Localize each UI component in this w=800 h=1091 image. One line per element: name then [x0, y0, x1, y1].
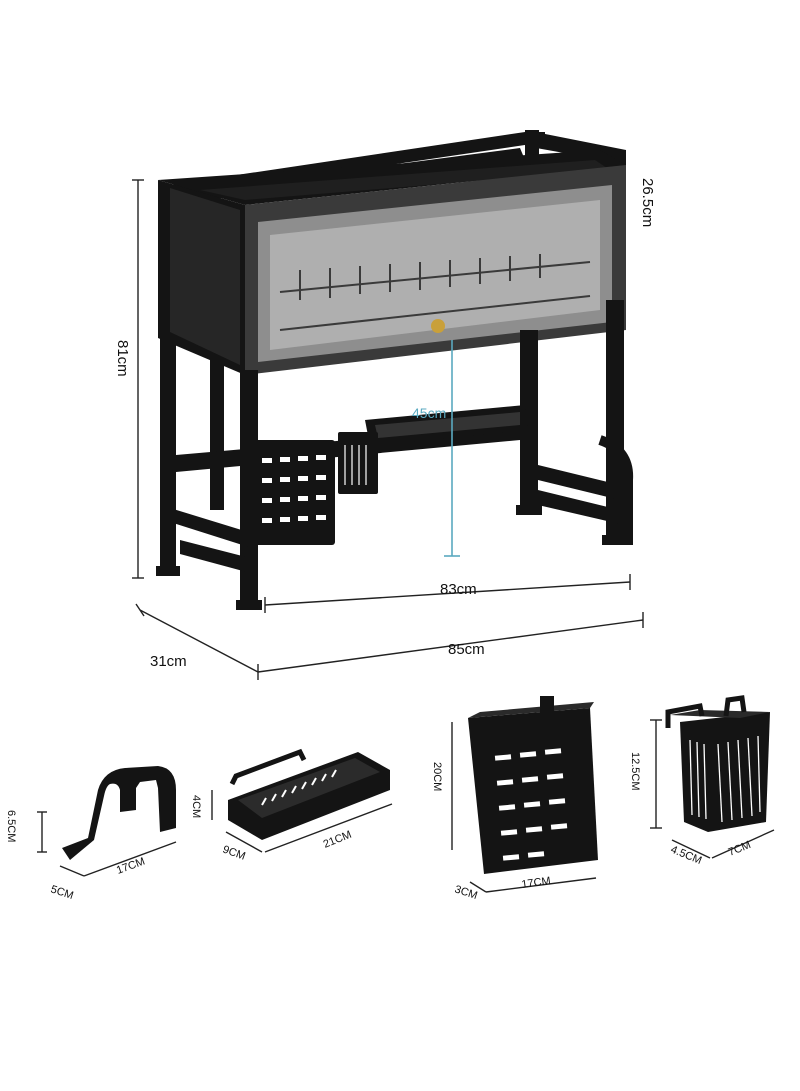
clearance-label: 45cm [412, 405, 446, 421]
board-holder-height-label: 20CM [431, 762, 443, 791]
tray-depth-label: 9CM [221, 844, 247, 863]
top-height-label: 26.5cm [639, 178, 656, 227]
hook-height-label: 6.5CM [5, 810, 17, 842]
top-height-dimension: 26.5cm [639, 178, 656, 227]
inner-width-label: 83cm [440, 581, 477, 598]
board-holder-depth-label: 3CM [453, 883, 479, 902]
tray-accessory: 4CM 9CM 21CM [190, 748, 393, 863]
board-holder-width-label: 17CM [521, 875, 552, 891]
tray-height-label: 4CM [190, 795, 202, 818]
height-label: 81cm [114, 340, 131, 377]
utensil-holder-height-label: 12.5CM [629, 752, 641, 791]
door-knob-icon [431, 319, 445, 333]
depth-dimension: 31cm [135, 603, 259, 673]
tray-width-label: 21CM [322, 829, 354, 851]
hook-depth-label: 5CM [49, 883, 75, 902]
outer-width-label: 85cm [448, 641, 485, 658]
outer-width-dimension: 85cm [257, 612, 644, 680]
utensil-holder-accessory: 12.5CM 4.5CM 7CM [629, 695, 775, 867]
clearance-dimension: 45cm [412, 340, 460, 557]
inner-width-dimension: 83cm [264, 574, 631, 613]
height-dimension: 81cm [114, 179, 144, 579]
utensil-holder-width-label: 7CM [727, 839, 753, 859]
hook-accessory: 6.5CM 5CM 17CM [5, 766, 177, 902]
board-holder-accessory: 20CM 3CM 17CM [431, 696, 598, 902]
dish-rack-illustration [156, 130, 634, 610]
depth-label: 31cm [150, 653, 187, 670]
